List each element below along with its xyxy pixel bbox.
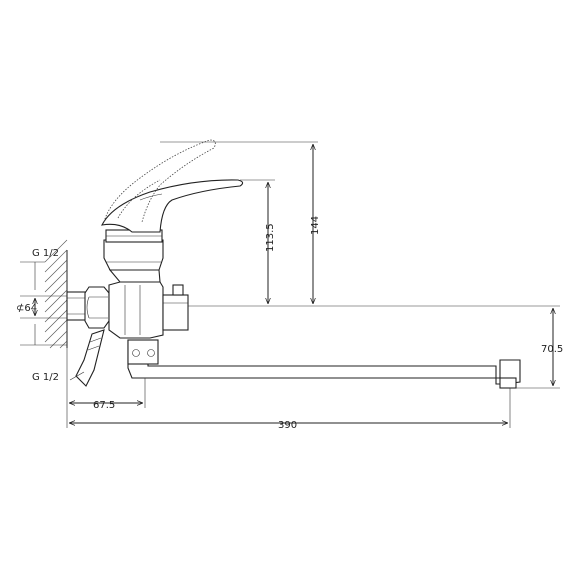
eccentric-connector bbox=[75, 329, 105, 387]
label-spout-drop: 70.5 bbox=[541, 344, 563, 355]
hex-nut bbox=[84, 286, 110, 329]
lever-handle bbox=[101, 179, 244, 233]
label-diameter: ⊄64 bbox=[16, 303, 37, 314]
wall-flange bbox=[66, 291, 90, 321]
label-thread-bottom: G 1/2 bbox=[32, 372, 59, 383]
lever-handle-raised bbox=[103, 139, 216, 223]
mixer-body bbox=[103, 239, 164, 339]
extension-lines bbox=[20, 141, 560, 428]
diverter-knob bbox=[162, 284, 189, 331]
label-offset: 67.5 bbox=[93, 400, 115, 411]
swivel-spout bbox=[127, 339, 521, 389]
dimension-lines bbox=[35, 144, 553, 423]
label-overall-length: 390 bbox=[278, 420, 297, 431]
label-body-height: 113.5 bbox=[265, 223, 276, 252]
label-thread-top: G 1/2 bbox=[32, 248, 59, 259]
label-handle-height: 144 bbox=[310, 216, 321, 235]
